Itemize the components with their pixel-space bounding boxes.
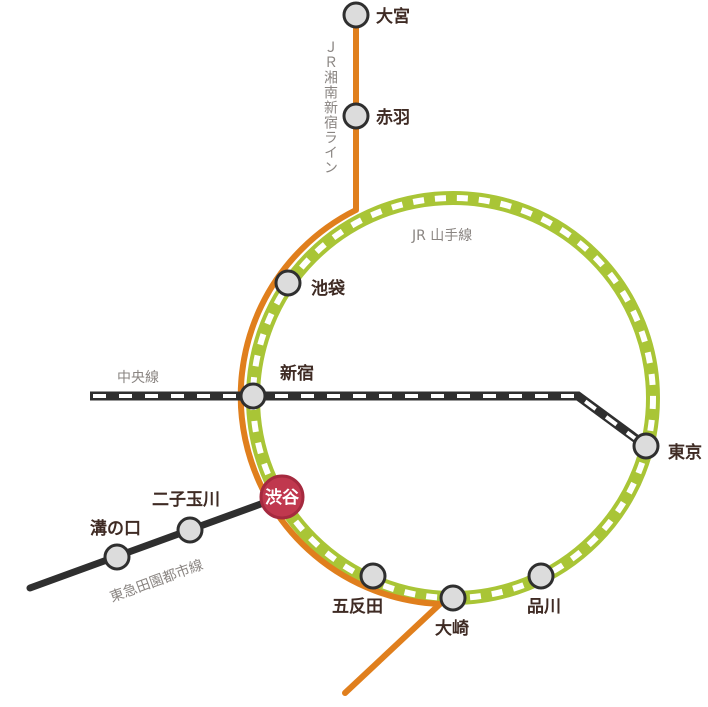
station-node-shibuya[interactable] [259,474,305,520]
station-label-gotanda: 五反田 [332,597,383,617]
station-label-futako-tamagawa: 二子玉川 [152,490,220,510]
chuo-line-label: 中央線 [117,370,159,386]
station-label-omiya: 大宮 [376,6,410,27]
station-node-omiya[interactable] [342,1,370,29]
station-label-shibuya: 渋谷 [265,487,300,508]
shonan-shinjuku-line-label: ＪＲ湘南新宿ライン [322,40,338,175]
station-node-ikebukuro[interactable] [274,269,302,297]
station-label-mizonokuchi: 溝の口 [90,518,141,539]
station-node-shinagawa[interactable] [527,562,555,590]
station-node-mizonokuchi[interactable] [103,543,131,571]
station-node-shinjuku[interactable] [239,382,267,410]
chuo-line-dashes [93,394,646,447]
station-node-akabane[interactable] [342,102,370,130]
station-node-osaki[interactable] [439,584,467,612]
station-node-gotanda[interactable] [359,562,387,590]
station-label-shinjuku: 新宿 [280,363,314,384]
chuo-line [90,391,649,450]
station-label-shinagawa: 品川 [527,597,561,617]
yamanote-line-label: JR 山手線 [411,228,472,244]
station-label-osaki: 大崎 [435,618,469,639]
station-label-ikebukuro: 池袋 [311,278,346,299]
denentoshi-line [26,493,284,592]
station-label-tokyo: 東京 [668,442,702,463]
station-label-akabane: 赤羽 [376,107,410,128]
station-node-futako-tamagawa[interactable] [176,516,204,544]
station-node-tokyo[interactable] [632,432,660,460]
